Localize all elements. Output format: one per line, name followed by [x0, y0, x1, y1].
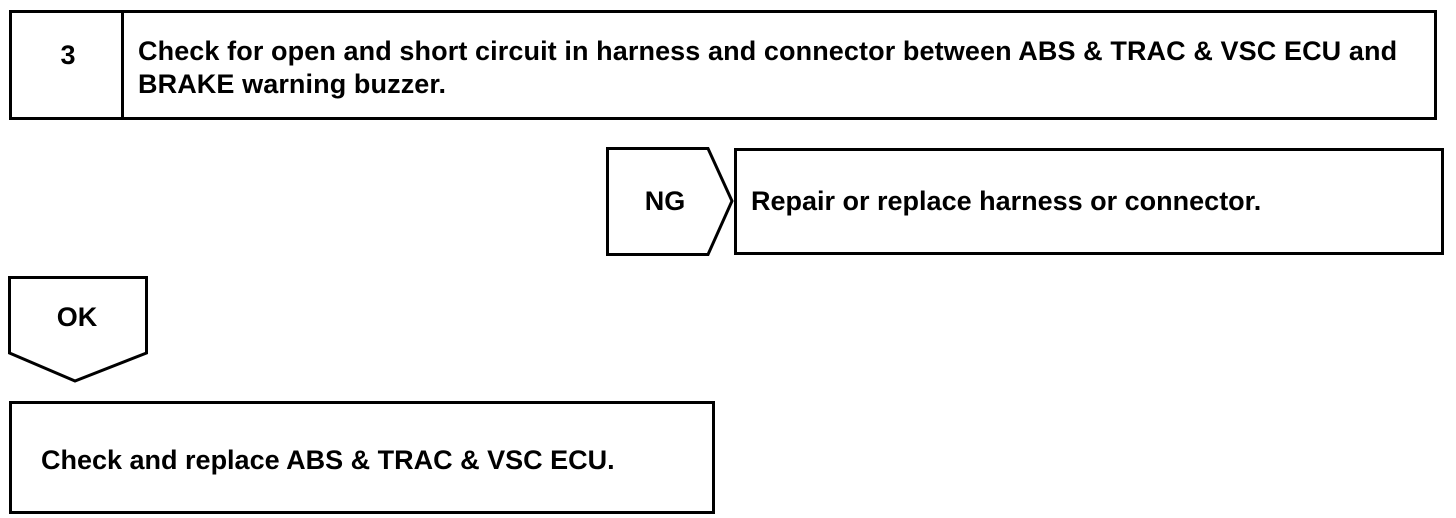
- ok-label: OK: [56, 302, 98, 332]
- ng-arrow-shape: [606, 147, 734, 256]
- step-title: Check for open and short circuit in harn…: [138, 36, 1398, 99]
- ng-result-box: Repair or replace harness or connector.: [734, 148, 1444, 255]
- step-number-cell: 3: [12, 13, 124, 117]
- ng-label: NG: [644, 186, 686, 216]
- step-number: 3: [60, 40, 76, 70]
- ok-result-box: Check and replace ABS & TRAC & VSC ECU.: [9, 401, 715, 514]
- ng-result-text: Repair or replace harness or connector.: [751, 186, 1262, 216]
- step-box: 3 Check for open and short circuit in ha…: [9, 10, 1437, 120]
- ok-result-text: Check and replace ABS & TRAC & VSC ECU.: [41, 445, 615, 475]
- ok-arrow-shape: [8, 276, 148, 383]
